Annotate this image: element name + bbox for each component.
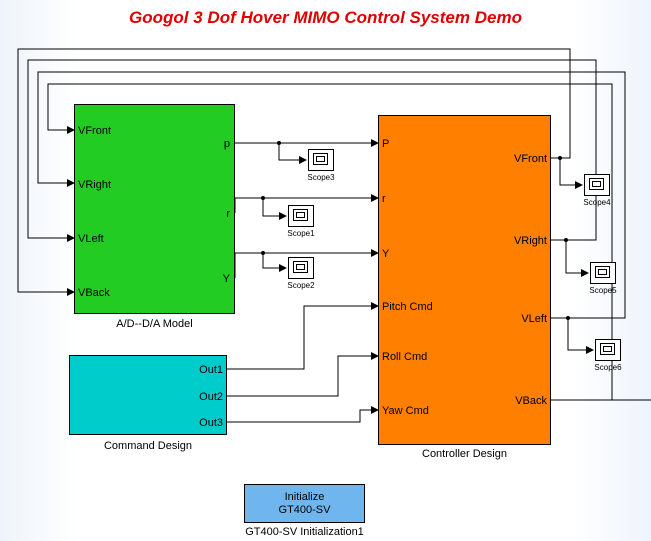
ad-da-model-block[interactable]: VFront VRight VLeft VBack p r Y — [74, 104, 235, 314]
init-caption: GT400-SV Initialization1 — [245, 526, 364, 538]
line-out1 — [227, 302, 379, 370]
scope3-block[interactable] — [308, 149, 334, 171]
line-y-scope — [262, 253, 287, 272]
init-line1: Initialize — [284, 490, 325, 503]
feedback-vfront-return — [47, 83, 613, 400]
line-y — [234, 249, 379, 278]
command-design-block[interactable]: Out1 Out2 Out3 — [69, 355, 227, 435]
controller-output-vleft: VLeft — [521, 313, 547, 325]
feedback-vback — [17, 48, 571, 296]
line-vfront-scope — [559, 158, 583, 189]
gt400-init-block[interactable]: Initialize GT400-SV — [244, 484, 365, 523]
command-output-out1: Out1 — [199, 364, 223, 376]
init-line2: GT400-SV — [278, 503, 331, 516]
line-vleft-scope — [567, 318, 594, 354]
model-output-r: r — [226, 208, 230, 220]
line-r — [234, 194, 379, 213]
scope3-caption: Scope3 — [307, 173, 335, 182]
scope2-caption: Scope2 — [287, 281, 315, 290]
scope6-caption: Scope6 — [594, 363, 622, 372]
model-input-vright: VRight — [78, 179, 112, 191]
controller-input-yaw-cmd: Yaw Cmd — [382, 405, 429, 417]
scope4-block[interactable] — [584, 174, 610, 196]
scope5-block[interactable] — [590, 262, 616, 284]
controller-output-vback: VBack — [515, 395, 547, 407]
scope2-block[interactable] — [288, 257, 314, 279]
model-input-vfront: VFront — [78, 125, 112, 137]
line-r-scope — [262, 198, 287, 220]
feedback-vleft — [27, 59, 597, 242]
controller-input-roll-cmd: Roll Cmd — [382, 351, 428, 363]
line-out2 — [227, 352, 379, 397]
scope4-caption: Scope4 — [583, 198, 611, 207]
command-output-out2: Out2 — [199, 391, 223, 403]
controller-input-p: P — [382, 138, 390, 150]
line-vright-scope — [565, 240, 589, 277]
scope6-block[interactable] — [595, 339, 621, 361]
controller-caption: Controller Design — [422, 448, 507, 460]
command-output-out3: Out3 — [199, 417, 223, 429]
diagram-title: Googol 3 Dof Hover MIMO Control System D… — [129, 8, 522, 27]
model-input-vleft: VLeft — [78, 233, 104, 245]
line-p-scope — [278, 143, 307, 164]
scope1-caption: Scope1 — [287, 229, 315, 238]
model-output-p: p — [223, 138, 230, 150]
command-caption: Command Design — [103, 440, 193, 452]
scope5-caption: Scope5 — [589, 286, 617, 295]
feedback-vright — [37, 71, 626, 319]
model-input-vback: VBack — [78, 287, 110, 299]
controller-design-block[interactable]: P r Y Pitch Cmd Roll Cmd Yaw Cmd VFront … — [378, 115, 551, 445]
model-output-y: Y — [222, 273, 230, 285]
controller-input-pitch-cmd: Pitch Cmd — [382, 301, 433, 313]
controller-output-vfront: VFront — [513, 153, 547, 165]
scope1-block[interactable] — [288, 205, 314, 227]
controller-input-r: r — [382, 193, 386, 205]
controller-input-y: Y — [382, 248, 390, 260]
line-out3 — [227, 406, 379, 423]
controller-output-vright: VRight — [513, 235, 547, 247]
model-caption: A/D--D/A Model — [116, 318, 193, 330]
